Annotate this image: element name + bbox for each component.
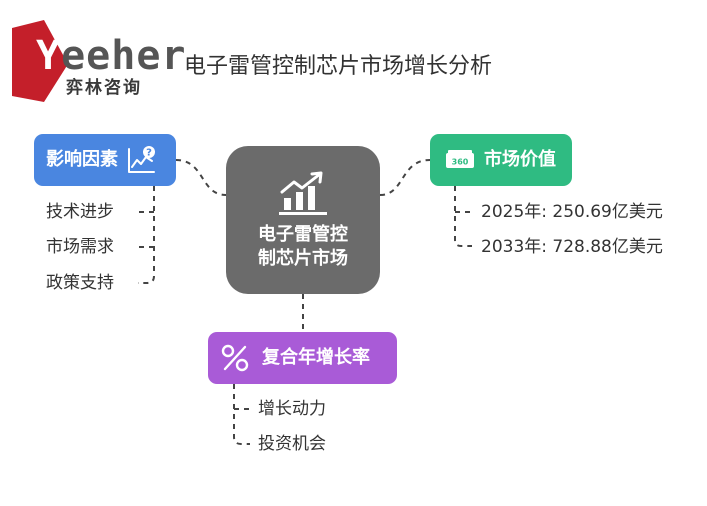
logo-wordmark: Yeeher (36, 33, 187, 79)
money-icon: 360 (446, 150, 474, 168)
factors-label: 影响因素 (46, 149, 118, 170)
connector-center-value (379, 159, 431, 196)
factor-item-1: 技术进步 (46, 202, 114, 222)
cagr-node: 复合年增长率 (208, 332, 397, 384)
page-title: 电子雷管控制芯片市场增长分析 (184, 54, 493, 79)
factors-node: 影响因素 ? (34, 134, 176, 186)
cagr-item-1: 增长动力 (258, 399, 326, 419)
market-value-label: 市场价值 (484, 149, 556, 170)
logo-subtitle: 弈林咨询 (66, 78, 142, 98)
market-value-item-1: 2025年: 250.69亿美元 (481, 202, 663, 222)
market-value-node: 360 市场价值 (430, 134, 572, 186)
percent-icon (221, 344, 249, 372)
factor-item-2: 市场需求 (46, 237, 114, 257)
cagr-item-2: 投资机会 (258, 434, 326, 454)
money-badge-text: 360 (452, 158, 469, 167)
market-value-item-2: 2033年: 728.88亿美元 (481, 237, 663, 257)
chart-question-icon: ? (128, 146, 155, 173)
center-label: 电子雷管控 制芯片市场 (258, 224, 348, 269)
center-node (226, 146, 380, 294)
cagr-label: 复合年增长率 (262, 347, 370, 368)
bar-chart-growth-icon (279, 171, 327, 215)
connector-cagr-items (233, 384, 250, 445)
logo-mark (12, 20, 68, 102)
factor-item-3: 政策支持 (46, 273, 114, 293)
connector-value-items (454, 186, 472, 247)
svg-text:?: ? (146, 148, 152, 159)
connector-factors-items (138, 186, 155, 284)
connector-factors-center (175, 159, 227, 196)
